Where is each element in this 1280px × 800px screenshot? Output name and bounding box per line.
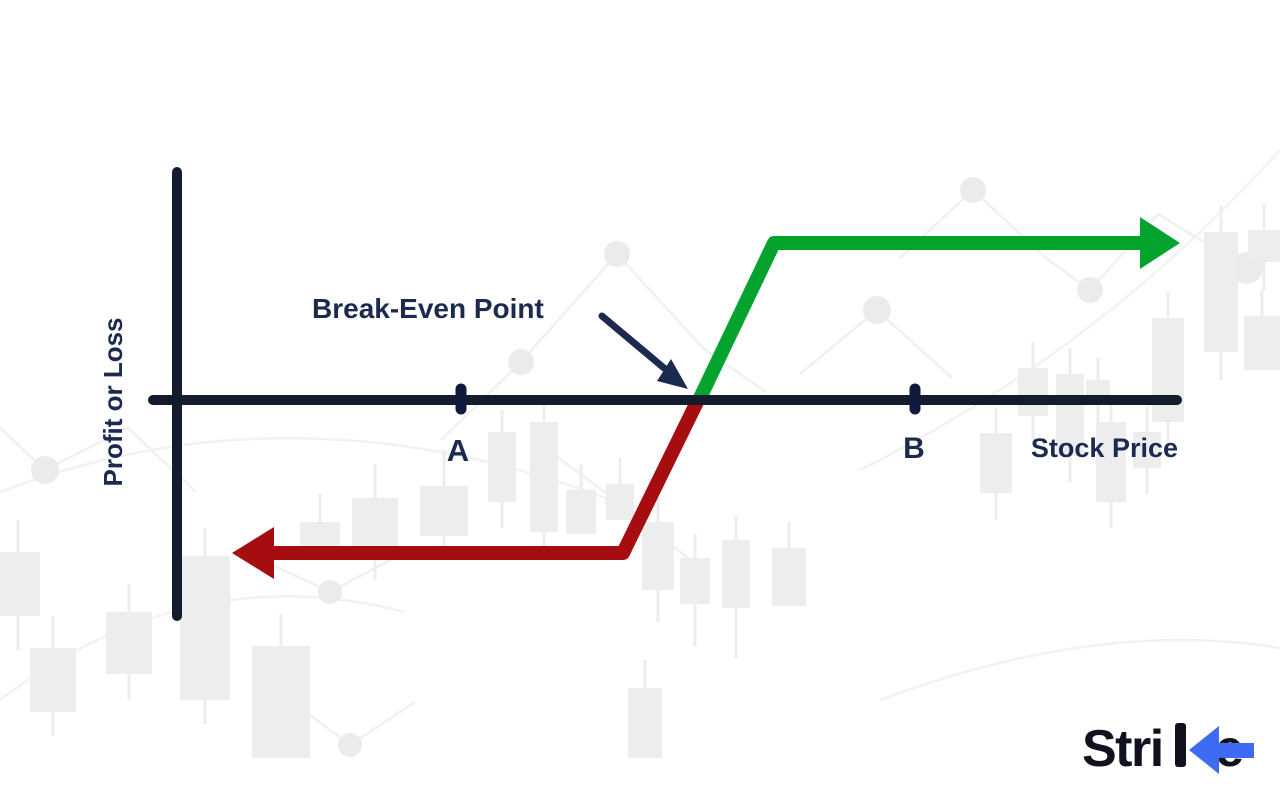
profit-line bbox=[693, 217, 1180, 402]
candlestick-cluster-center-bottom bbox=[628, 498, 806, 758]
candlestick-cluster-right bbox=[980, 342, 1161, 528]
logo-k-stem bbox=[1175, 723, 1186, 767]
tick-a-label: A bbox=[447, 433, 469, 468]
tick-b-label: B bbox=[903, 432, 925, 465]
candlestick-cluster-bottom-left bbox=[0, 520, 310, 758]
strike-logo-graphic: Stri e bbox=[1082, 720, 1254, 778]
arrow-left-icon bbox=[232, 527, 274, 579]
background-pattern bbox=[0, 149, 1280, 758]
x-axis-label: Stock Price bbox=[1031, 433, 1178, 463]
loss-line bbox=[232, 398, 704, 579]
y-axis-label: Profit or Loss bbox=[98, 317, 128, 486]
break-even-label: Break-Even Point bbox=[312, 293, 544, 324]
axes bbox=[148, 167, 1182, 621]
logo-text-stri: Stri bbox=[1082, 720, 1163, 778]
logo-left-arrow-icon bbox=[1189, 726, 1254, 774]
arrow-down-right-icon bbox=[657, 359, 688, 389]
breakeven-pointer-arrow bbox=[598, 312, 688, 389]
candlestick-cluster-top-right bbox=[1152, 204, 1280, 448]
arrow-right-icon bbox=[1140, 217, 1180, 269]
strike-logo: Stri e bbox=[1080, 714, 1265, 778]
